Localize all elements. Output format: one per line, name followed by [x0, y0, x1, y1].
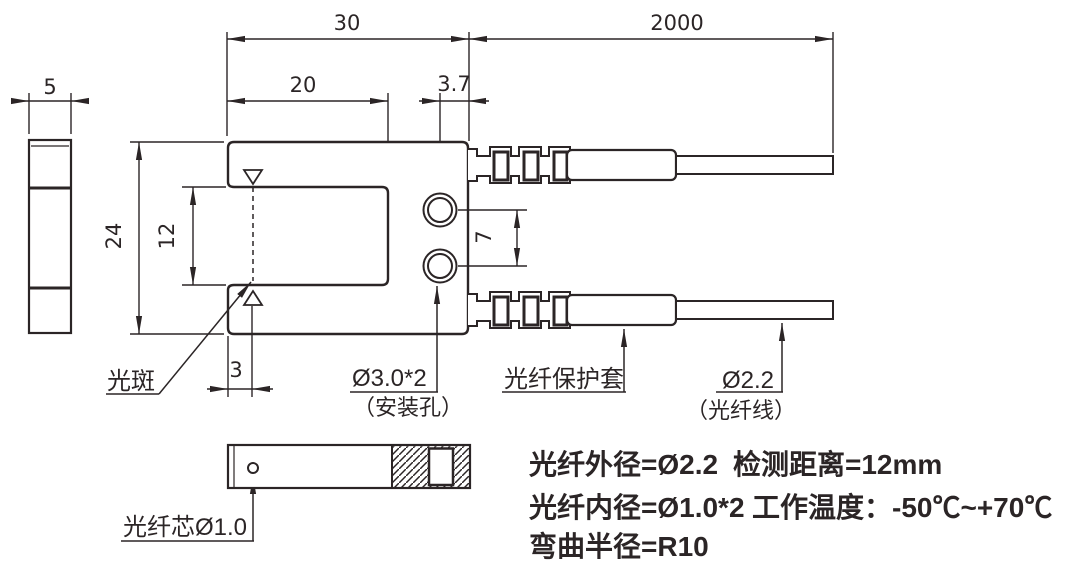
crimp-band — [552, 150, 569, 182]
fiber-cable-note: （光纤线） — [686, 398, 796, 423]
side-view — [11, 93, 89, 335]
side-view-outline — [27, 138, 73, 335]
optical-axis-marker-bottom — [242, 289, 264, 306]
mounting-hole-top-inner — [427, 197, 453, 223]
axis-offset-dimension — [207, 306, 273, 397]
dim-5-label: 5 — [43, 75, 56, 99]
dim-12-label: 12 — [155, 223, 179, 250]
protective-sleeve-label: 光纤保护套 — [504, 366, 624, 393]
crimp-band — [552, 295, 569, 327]
spec-outer-diameter: 光纤外径=Ø2.2 — [528, 449, 718, 480]
mounting-hole-note: （安装孔） — [353, 395, 463, 420]
fiber-core-circle — [247, 462, 259, 474]
dim-30-label: 30 — [334, 11, 361, 35]
spec-bend-radius: 弯曲半径=R10 — [529, 530, 709, 562]
ferrule-block — [427, 447, 455, 487]
fiber-core-label: 光纤芯Ø1.0 — [123, 514, 247, 541]
protective-sleeve-top — [565, 148, 678, 182]
dim-3-label: 3 — [229, 358, 242, 382]
dim-7-label: 7 — [472, 230, 496, 243]
main-view — [226, 140, 470, 336]
dim-2000-label: 2000 — [650, 11, 703, 35]
callout-leaders — [106, 281, 786, 542]
crimp-band — [522, 150, 540, 182]
fiber-cable-label: Ø2.2 — [722, 367, 774, 394]
fiber-cable-top — [675, 155, 834, 175]
light-spot-leader — [158, 281, 252, 395]
dim-24-label: 24 — [102, 223, 126, 250]
spec-inner-diameter: 光纤内径=Ø1.0*2 — [528, 492, 745, 523]
top-dimensions — [226, 32, 834, 210]
spec-text-block: 光纤外径=Ø2.2 检测距离=12mm 光纤内径=Ø1.0*2 工作温度：-50… — [528, 448, 1052, 562]
hole-spacing-dimension — [458, 209, 527, 267]
spec-operating-temp: 工作温度：-50℃~+70℃ — [752, 492, 1052, 523]
sensor-body-outline — [226, 140, 470, 336]
light-spot-label: 光斑 — [107, 368, 155, 395]
dim-3-7-label: 3.7 — [437, 72, 470, 96]
left-dimensions — [130, 141, 226, 335]
fiber-connectors — [468, 146, 834, 329]
crimp-band — [492, 295, 510, 327]
spec-detection-distance: 检测距离=12mm — [733, 448, 942, 480]
fiber-cable-bottom — [675, 300, 834, 320]
protective-sleeve-bottom — [565, 293, 678, 327]
mounting-hole-label: Ø3.0*2 — [352, 365, 427, 392]
dim-20-label: 20 — [290, 73, 317, 97]
crimp-band — [492, 150, 510, 182]
dim-5 — [11, 93, 89, 134]
crimp-band — [522, 295, 540, 327]
optical-axis-marker-top — [242, 169, 264, 186]
mounting-hole-bottom-inner — [427, 253, 453, 279]
bottom-view — [226, 443, 472, 490]
